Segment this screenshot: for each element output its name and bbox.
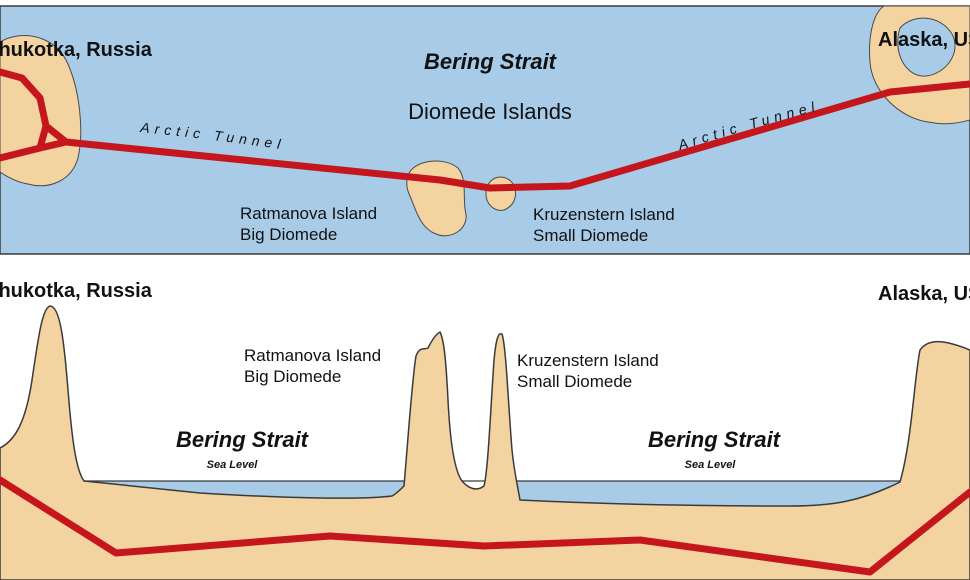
plan-water [0, 5, 970, 255]
profile-view-panel: Chukotka, Russia Alaska, USA Ratmanova I… [0, 260, 970, 580]
plan-tunnel-network-chukotka [0, 68, 70, 162]
plan-strait-label: Bering Strait [424, 49, 558, 74]
profile-big-island-name: Ratmanova Island [244, 346, 381, 365]
profile-small-island-alt: Small Diomede [517, 372, 632, 391]
plan-small-island-alt: Small Diomede [533, 226, 648, 245]
profile-sea-level-left: Sea Level [207, 459, 259, 471]
profile-small-island-name: Kruzenstern Island [517, 351, 659, 370]
profile-tunnel-line [0, 476, 970, 576]
plan-tunnel-line [62, 80, 970, 192]
profile-big-island-alt: Big Diomede [244, 367, 341, 386]
profile-strait-label-right: Bering Strait [648, 427, 782, 452]
profile-region-left-label: Chukotka, Russia [0, 280, 153, 302]
plan-big-island-name: Ratmanova Island [240, 204, 377, 223]
plan-big-island-alt: Big Diomede [240, 225, 337, 244]
plan-view-panel: Chukotka, Russia Alaska, USA Bering Stra… [0, 5, 970, 255]
plan-region-right-label: Alaska, USA [878, 29, 970, 51]
plan-islands-group-label: Diomede Islands [408, 99, 572, 124]
alaska-lagoon [897, 17, 956, 77]
profile-sea-level-right: Sea Level [685, 459, 737, 471]
plan-small-island-name: Kruzenstern Island [533, 205, 675, 224]
small-diomede-island [485, 176, 517, 211]
profile-terrain [0, 305, 970, 580]
profile-region-right-label: Alaska, USA [878, 283, 970, 305]
plan-region-left-label: Chukotka, Russia [0, 39, 153, 61]
profile-strait-label-left: Bering Strait [176, 427, 310, 452]
